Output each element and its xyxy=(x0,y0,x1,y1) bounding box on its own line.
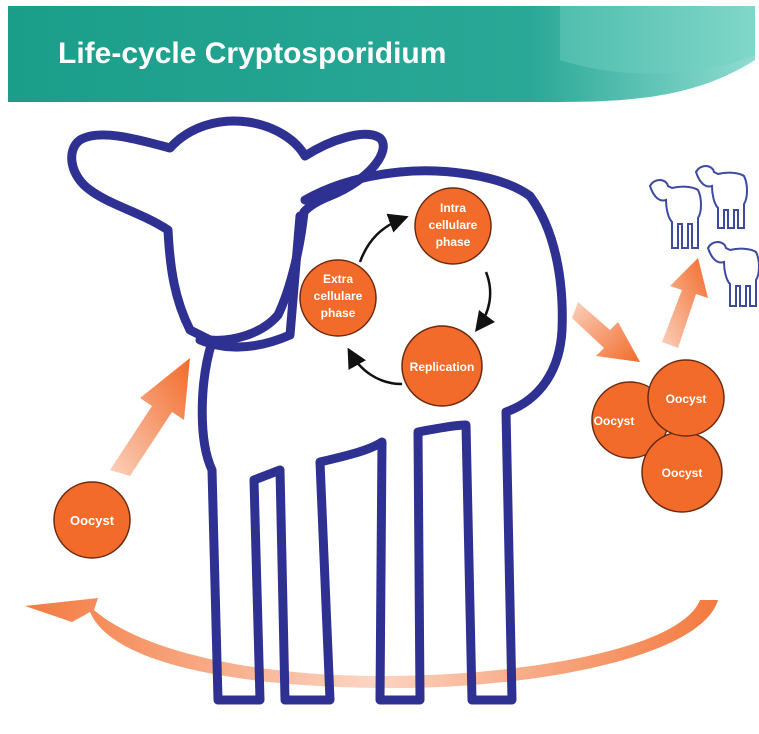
intra-cellulare-line-3: phase xyxy=(436,235,471,249)
calf-outline-icon xyxy=(72,121,563,700)
replication-node: Replication xyxy=(402,326,482,406)
extra-cellulare-line-1: Extra xyxy=(323,272,353,286)
oocyst-shed-label-1: Oocyst xyxy=(594,414,635,428)
intra-cellulare-node: Intra cellulare phase xyxy=(415,188,491,264)
ground-cycle-arrow xyxy=(25,598,718,688)
page-title: Life-cycle Cryptosporidium xyxy=(58,37,446,70)
oocyst-shed-node-3: Oocyst xyxy=(642,432,722,512)
oocyst-shed-label-3: Oocyst xyxy=(662,466,703,480)
spread-arrow xyxy=(662,258,708,348)
replication-label: Replication xyxy=(410,360,475,374)
shedding-arrow xyxy=(572,302,640,362)
oocyst-ground-node: Oocyst xyxy=(54,482,130,558)
oocyst-ground-label: Oocyst xyxy=(70,513,115,528)
oocyst-shed-node-2: Oocyst xyxy=(648,360,724,436)
extra-cellulare-line-2: cellulare xyxy=(314,289,363,303)
extra-cellulare-line-3: phase xyxy=(321,306,356,320)
title-banner: Life-cycle Cryptosporidium xyxy=(8,6,755,102)
intra-cellulare-line-1: Intra xyxy=(440,201,466,215)
oocyst-shed-label-2: Oocyst xyxy=(666,392,707,406)
intra-cellulare-line-2: cellulare xyxy=(429,218,478,232)
ingestion-arrow xyxy=(110,358,190,476)
extra-cellulare-node: Extra cellulare phase xyxy=(300,260,376,336)
